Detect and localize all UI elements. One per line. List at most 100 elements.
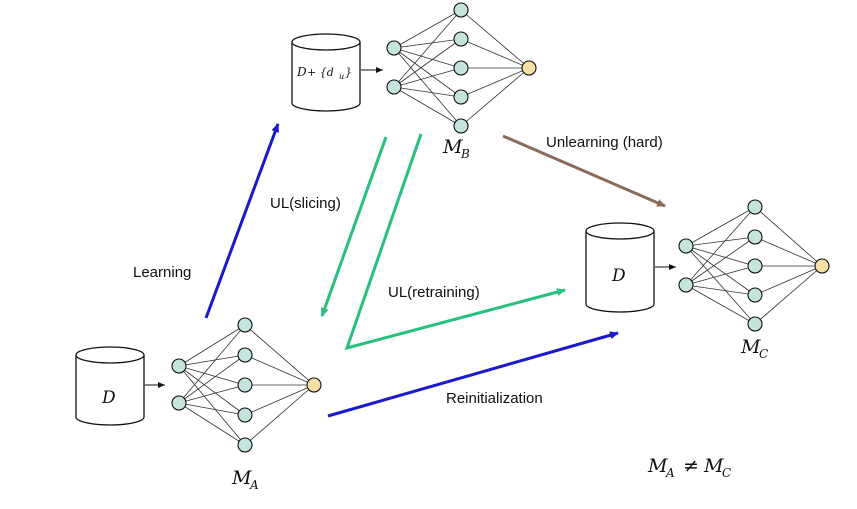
- dataset-a-symbol: D: [101, 388, 116, 408]
- model-a-sub: A: [249, 478, 259, 492]
- nn-edge: [685, 245, 756, 267]
- ul-slicing-arrow: [320, 136, 388, 317]
- nn-edge: [178, 384, 246, 404]
- database-b: D + {d u }: [291, 33, 361, 112]
- nn-hidden-node: [747, 229, 763, 245]
- nn-output-node: [306, 377, 322, 393]
- model-a-name: M: [231, 467, 252, 489]
- database-a: D: [75, 346, 145, 426]
- neural-network-c: [678, 199, 830, 332]
- arrow-labels: Learning UL(slicing) UL(retraining) Unle…: [133, 134, 663, 407]
- nn-edge: [393, 47, 462, 98]
- nn-output-node: [521, 60, 537, 76]
- model-a-label: M A: [231, 467, 259, 492]
- nn-input-node: [386, 79, 402, 95]
- nn-hidden-node: [453, 89, 469, 105]
- database-c: D: [585, 222, 655, 313]
- reinitialization-arrow: [327, 331, 619, 418]
- nn-edge: [393, 38, 462, 88]
- nn-edge: [393, 47, 462, 127]
- nn-edge: [685, 236, 756, 247]
- nn-edge: [244, 324, 315, 386]
- nn-hidden-node: [237, 317, 253, 333]
- neural-network-a: [171, 317, 322, 453]
- nn-hidden-node: [237, 347, 253, 363]
- nn-edge: [178, 365, 246, 386]
- nn-edge: [393, 9, 462, 88]
- nn-edge: [685, 206, 756, 247]
- ul-slicing-label: UL(slicing): [270, 195, 341, 212]
- model-c-sub: C: [759, 347, 768, 361]
- nn-hidden-node: [747, 316, 763, 332]
- nn-edge: [685, 284, 756, 325]
- nn-output-node: [814, 258, 830, 274]
- nn-edge: [178, 402, 246, 446]
- nn-edge: [685, 284, 756, 296]
- model-b-label: M B: [442, 136, 470, 161]
- nn-edge: [393, 47, 462, 69]
- inequality-left-sub: A: [665, 466, 675, 480]
- unlearning-hard-label: Unlearning (hard): [546, 134, 663, 151]
- nn-edge: [178, 365, 246, 446]
- model-c-name: M: [740, 336, 761, 358]
- nn-edge: [685, 206, 756, 286]
- nn-hidden-node: [237, 437, 253, 453]
- nn-input-node: [678, 238, 694, 254]
- nn-edge: [685, 236, 756, 286]
- model-b-sub: B: [460, 147, 470, 161]
- inequality-left: M: [647, 455, 668, 477]
- nn-edge: [178, 354, 246, 404]
- inequality-statement: M A ≠ M C: [647, 455, 731, 480]
- nn-edge: [460, 67, 530, 127]
- nn-edge: [244, 354, 315, 386]
- arrows: [204, 123, 666, 418]
- nn-hidden-node: [453, 118, 469, 134]
- neural-network-b: [386, 2, 537, 134]
- nn-edge: [393, 86, 462, 127]
- nn-edge: [754, 265, 823, 296]
- nn-edge: [178, 354, 246, 367]
- nn-hidden-node: [453, 2, 469, 18]
- dataset-b-extra: + {d: [307, 66, 334, 79]
- nn-edge: [685, 245, 756, 296]
- nn-edge: [460, 67, 530, 98]
- inequality-right: M: [703, 455, 724, 477]
- nn-edge: [685, 265, 756, 286]
- dataset-c-symbol: D: [611, 266, 626, 286]
- nn-edge: [460, 38, 530, 69]
- nn-edge: [393, 9, 462, 49]
- nn-edge: [178, 365, 246, 416]
- nn-input-node: [171, 358, 187, 374]
- nn-edge: [178, 324, 246, 367]
- dataset-b-extra-sub: u: [339, 72, 344, 81]
- nn-edge: [754, 236, 823, 267]
- nn-hidden-node: [453, 60, 469, 76]
- nn-edge: [393, 86, 462, 98]
- learning-label: Learning: [133, 264, 191, 281]
- nn-hidden-node: [747, 258, 763, 274]
- ul-retraining-arrow: [344, 133, 566, 351]
- nn-edge: [754, 206, 823, 267]
- dataset-b-symbol: D: [296, 65, 307, 79]
- nn-hidden-node: [453, 31, 469, 47]
- nn-input-node: [386, 40, 402, 56]
- dataset-b-extra-close: }: [345, 66, 352, 79]
- nn-input-node: [171, 395, 187, 411]
- nn-edge: [685, 245, 756, 325]
- model-c-label: M C: [740, 336, 768, 361]
- nn-edge: [393, 38, 462, 49]
- inequality-operator: ≠: [683, 455, 699, 477]
- nn-hidden-node: [747, 199, 763, 215]
- nn-edge: [244, 384, 315, 416]
- unlearning-hard-arrow: [502, 134, 666, 208]
- nn-edge: [244, 384, 315, 446]
- nn-hidden-node: [237, 377, 253, 393]
- nn-edge: [178, 324, 246, 404]
- model-b-name: M: [442, 136, 463, 158]
- nn-hidden-node: [747, 287, 763, 303]
- nn-hidden-node: [237, 407, 253, 423]
- learning-arrow: [204, 123, 280, 319]
- nn-edge: [178, 402, 246, 416]
